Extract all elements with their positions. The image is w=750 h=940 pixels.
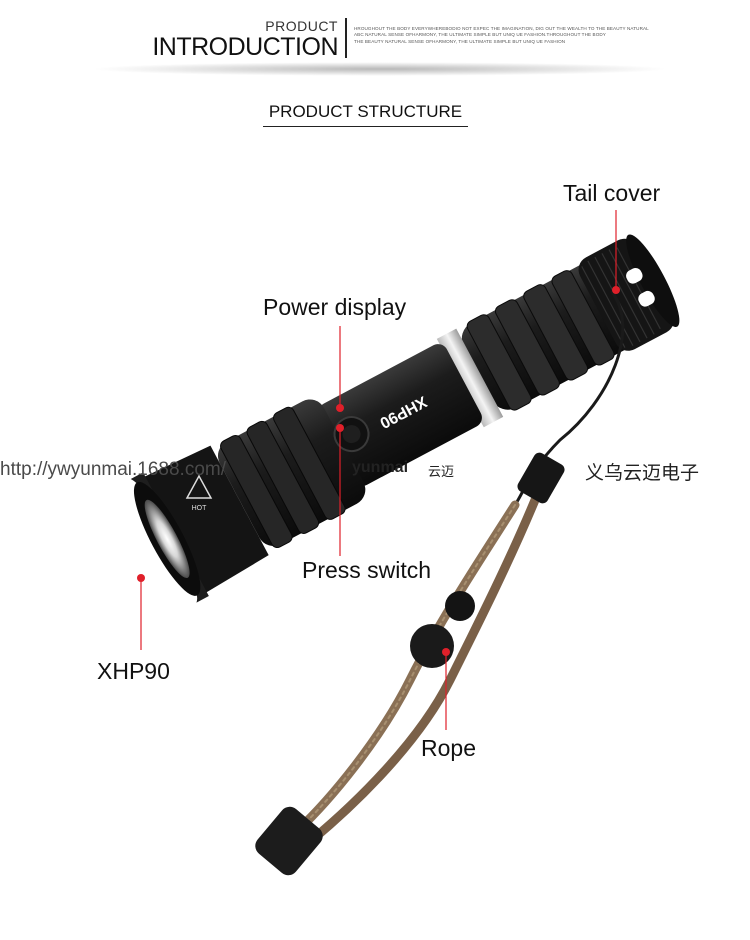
watermark-brand: yunmai [352, 459, 409, 476]
header-kicker: PRODUCT [265, 18, 338, 34]
tagline-line: ABC NATURAL SENSE OFHARMONY, THE ULTIMAT… [354, 32, 606, 38]
hot-mark-text: HOT [192, 505, 208, 512]
header-divider [345, 18, 347, 58]
label-tail-cover: Tail cover [563, 180, 661, 206]
rope-end-cap [255, 806, 323, 876]
header-title: INTRODUCTION [152, 33, 338, 61]
rope-bead [445, 591, 475, 621]
rope-slider [410, 624, 454, 668]
label-rope: Rope [421, 735, 476, 761]
tagline-line: THE BEAUTY NATURAL SENSE OFHARMONY, THE … [354, 38, 566, 44]
label-press-switch: Press switch [302, 557, 432, 583]
intro-header: PRODUCT INTRODUCTION HROUGHOUT THE BODY … [0, 0, 750, 80]
header-tagline: HROUGHOUT THE BODY EVERYWHEREBODIO NOT E… [354, 26, 649, 45]
flashlight-body: HOT XHP90 [130, 234, 680, 603]
watermark-company: 义乌云迈电子 [585, 463, 700, 484]
header-shadow [90, 62, 670, 76]
callout-lines [140, 210, 617, 730]
watermark-url: http://ywyunmai.1688.com/ [0, 459, 226, 480]
hot-mark: HOT [185, 474, 213, 512]
watermark-brand-cn: 云迈 [428, 464, 455, 479]
label-xhp90: XHP90 [97, 658, 170, 684]
tagline-line: HROUGHOUT THE BODY EVERYWHEREBODIO NOT E… [354, 26, 649, 31]
section-title: PRODUCT STRUCTURE [263, 102, 468, 127]
rope-connector [517, 452, 565, 504]
callout-dots [137, 286, 620, 656]
label-power-display: Power display [263, 294, 407, 320]
